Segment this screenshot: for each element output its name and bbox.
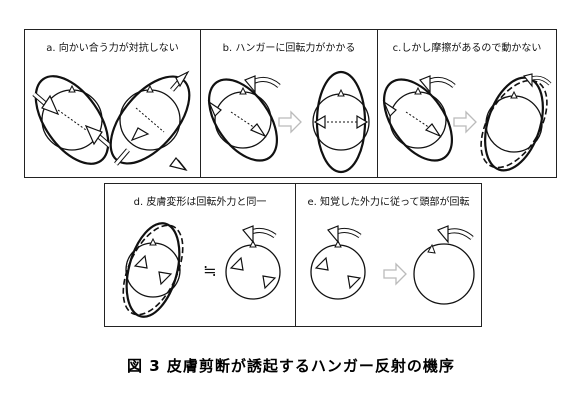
panel-a-label: a. 向かい合う力が対抗しない [46, 43, 179, 54]
head-e2 [413, 225, 475, 305]
figure-caption: 図 3 皮膚剪断が誘起するハンガー反射の機序 [127, 357, 455, 375]
transition-arrow [453, 110, 477, 134]
panel-a: a. 向かい合う力が対抗しない [24, 29, 201, 178]
panel-b: b. ハンガーに回転力がかかる [200, 29, 378, 178]
panel-c-diagram [382, 73, 552, 172]
head-left [32, 75, 112, 165]
panel-a-diagram [32, 70, 191, 172]
head-b1 [207, 75, 281, 162]
head-d2 [225, 225, 281, 300]
head-e1 [310, 225, 366, 300]
panel-e-diagram [310, 225, 475, 305]
head-c2 [480, 73, 552, 172]
transition-arrow [278, 110, 302, 134]
approx-symbol: ≒ [203, 261, 216, 280]
panel-c: c.しかし摩擦があるので動かない [377, 29, 557, 178]
panel-d-label: d. 皮膚変形は回転外力と同一 [133, 197, 267, 208]
panel-e: e. 知覚した外力に従って頭部が回転 [295, 183, 482, 327]
head-b2 [312, 70, 370, 174]
panel-b-label: b. ハンガーに回転力がかかる [222, 43, 356, 54]
panel-c-label: c.しかし摩擦があるので動かない [392, 43, 542, 54]
transition-arrow [383, 262, 407, 286]
panel-d-diagram: ≒ [122, 222, 281, 318]
head-d1 [122, 222, 184, 318]
panel-b-diagram [207, 70, 370, 174]
panel-e-label: e. 知覚した外力に従って頭部が回転 [307, 197, 470, 208]
panel-d: d. 皮膚変形は回転外力と同一 ≒ [104, 183, 296, 327]
head-right [109, 70, 191, 172]
head-c1 [382, 75, 456, 162]
